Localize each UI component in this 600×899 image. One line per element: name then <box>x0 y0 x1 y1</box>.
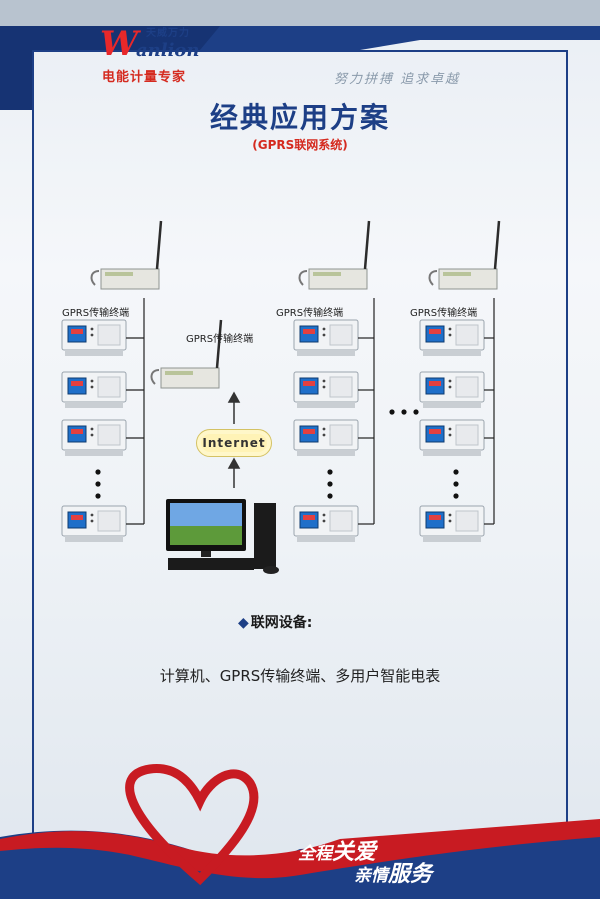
meter-c3-2 <box>419 371 485 409</box>
ellipsis-c3 <box>453 469 459 499</box>
internet-cloud: Internet <box>196 429 272 457</box>
meter-c1-4 <box>61 505 127 543</box>
logo-letter: W <box>100 24 139 64</box>
meter-c1-1 <box>61 319 127 357</box>
meter-c3-1 <box>419 319 485 357</box>
meter-c3-4 <box>419 505 485 543</box>
gprs-terminal-2 <box>298 219 371 291</box>
terminal-label-center: GPRS传输终端 <box>186 334 254 345</box>
footer-line-1: 全程关爱 <box>298 840 377 865</box>
top-strip <box>0 0 600 26</box>
logo: W 天威万力 anlion <box>100 26 204 62</box>
section-heading: ◆联网设备: <box>238 612 312 632</box>
gprs-terminal-1 <box>90 219 163 291</box>
header-band <box>0 26 600 110</box>
diamond-icon: ◆ <box>238 615 249 631</box>
meter-c2-4 <box>293 505 359 543</box>
page-title: 经典应用方案 <box>209 101 390 134</box>
meter-c3-3 <box>419 419 485 457</box>
meter-c2-2 <box>293 371 359 409</box>
logo-rest: anlion <box>136 40 200 61</box>
devices-list: 计算机、GPRS传输终端、多用户智能电表 <box>159 667 441 685</box>
footer-line-2: 亲情服务 <box>354 862 433 887</box>
terminal-label-1: GPRS传输终端 <box>62 308 130 319</box>
page-subtitle: (GPRS联网系统) <box>252 138 348 152</box>
gprs-terminal-3 <box>428 219 501 291</box>
section-title: 联网设备: <box>250 615 313 631</box>
ellipsis-c2 <box>327 469 333 499</box>
terminal-label-2: GPRS传输终端 <box>276 308 344 319</box>
ellipsis-c1 <box>95 469 101 499</box>
ellipsis-columns <box>389 409 419 415</box>
inner-frame <box>32 50 568 852</box>
meter-c1-3 <box>61 419 127 457</box>
computer-icon <box>166 499 279 574</box>
meter-c2-3 <box>293 419 359 457</box>
terminal-label-3: GPRS传输终端 <box>410 308 478 319</box>
network-diagram <box>61 219 501 574</box>
heart-ribbon <box>0 764 600 899</box>
meter-c2-1 <box>293 319 359 357</box>
logo-cn: 天威万力 <box>146 28 190 39</box>
tagline: 电能计量专家 <box>102 70 187 85</box>
meter-c1-2 <box>61 371 127 409</box>
slogan: 努力拼搏 追求卓越 <box>334 72 461 87</box>
